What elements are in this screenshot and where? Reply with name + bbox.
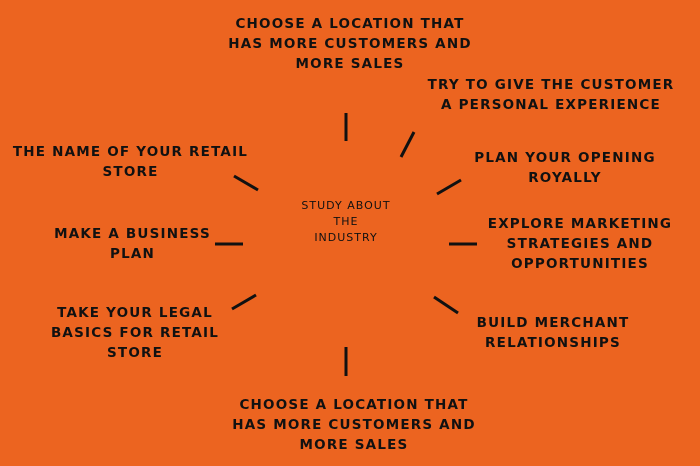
spoke-right-lower [433,295,459,315]
label-top: CHOOSE A LOCATION THAT HAS MORE CUSTOMER… [228,16,472,72]
label-right-lower: BUILD MERCHANT RELATIONSHIPS [476,315,630,351]
spoke-left-lower [231,293,257,311]
label-right: EXPLORE MARKETING STRATEGIES AND OPPORTU… [487,216,673,272]
spoke-left-upper [233,174,259,192]
label-bottom: CHOOSE A LOCATION THAT HAS MORE CUSTOMER… [232,397,476,453]
label-left-upper: THE NAME OF YOUR RETAIL STORE [12,144,249,180]
spoke-right-upper [436,178,462,196]
label-top-right: TRY TO GIVE THE CUSTOMER A PERSONAL EXPE… [427,77,675,113]
label-left-lower: TAKE YOUR LEGAL BASICS FOR RETAIL STORE [50,305,220,361]
spoke-top-right [399,131,416,158]
label-right-upper: PLAN YOUR OPENING ROYALLY [474,150,656,186]
label-left: MAKE A BUSINESS PLAN [54,226,211,262]
center-label: STUDY ABOUT THE INDUSTRY [301,199,391,244]
